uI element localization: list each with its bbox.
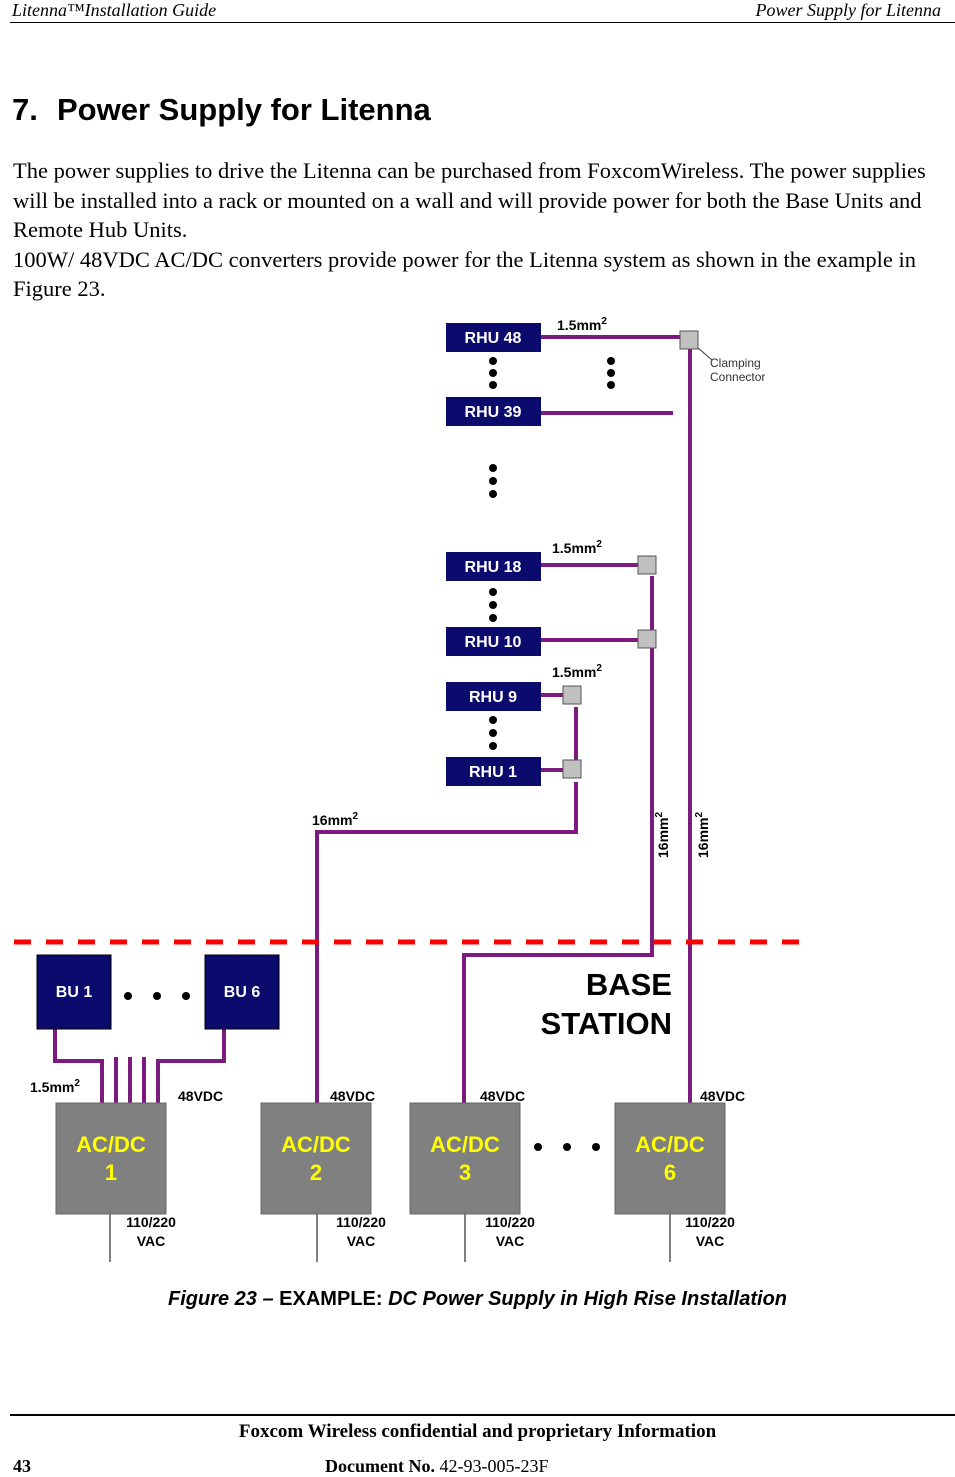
footer-rule [10,1414,955,1416]
gauge-label-rhu18: 1.5mm2 [552,539,602,556]
document-number-value: 42-93-005-23F [439,1456,549,1476]
connector-rhu10 [637,629,657,649]
ac-input-wires [109,1213,671,1262]
rhu-units: RHU 48 RHU 39 RHU 18 RHU 10 RHU 9 RHU 1 [446,323,541,786]
rhu-box [446,682,541,711]
wire-bu1 [53,1028,104,1103]
acdc-title: AC/DC [281,1132,351,1157]
ac-voltage-label: 110/220 [336,1214,386,1230]
dc-label: 48VDC [480,1088,525,1104]
figure-caption: Figure 23 – EXAMPLE: DC Power Supply in … [0,1288,955,1311]
body-text: The power supplies to drive the Litenna … [13,156,948,304]
rhu-label: RHU 39 [465,404,522,421]
acdc-box [260,1102,372,1215]
gauge-label-16mm-riser-2: 16mm2 [694,812,711,858]
bu-label: BU 6 [224,984,261,1001]
clamping-label-1: Clamping [710,356,761,370]
acdc-box [409,1102,521,1215]
acdc-number: 6 [664,1160,676,1185]
rhu-label: RHU 10 [465,634,522,651]
clamping-leader [697,347,713,361]
gauge-label-rhu9: 1.5mm2 [552,663,602,680]
rhu-box [446,552,541,581]
rhu-box [446,757,541,786]
dc-label: 48VDC [700,1088,745,1104]
connector-rhu1 [562,759,582,779]
gauge-label-bu: 1.5mm2 [30,1078,80,1095]
bu-box [204,954,280,1030]
ac-voltage-label: 110/220 [485,1214,535,1230]
ac-unit-label: VAC [137,1233,166,1249]
page-number: 43 [13,1456,31,1476]
rhu-box [446,397,541,426]
document-number-label: Document No. [325,1456,435,1476]
wiring [53,335,692,1103]
acdc-title: AC/DC [430,1132,500,1157]
clamping-label-2: Connector [710,370,765,384]
caption-bold: EXAMPLE: [279,1288,389,1310]
acdc-box [55,1102,167,1215]
rhu-label: RHU 48 [465,330,522,347]
rhu-label: RHU 1 [469,764,517,781]
section-title: Power Supply for Litenna [57,92,431,127]
connector-rhu48 [679,330,699,350]
header-rule [10,22,955,23]
wire-bu6 [156,1028,226,1103]
acdc-box [614,1102,726,1215]
acdc-number: 2 [310,1160,322,1185]
wire-gauge-labels: 1.5mm2 1.5mm2 1.5mm2 16mm2 1.5mm2 16mm2 … [30,316,711,1095]
header-guide-title: Litenna™Installation Guide [12,0,217,20]
rhu-box [446,627,541,656]
base-station-label-1: BASE [586,967,672,1002]
ac-unit-label: VAC [496,1233,525,1249]
rhu-label: RHU 18 [465,559,522,576]
wire-16mm-ac2 [315,782,578,1103]
acdc-title: AC/DC [635,1132,705,1157]
gauge-label-16mm-riser-1: 16mm2 [654,812,671,858]
connector-rhu18 [637,555,657,575]
acdc-title: AC/DC [76,1132,146,1157]
caption-italic: DC Power Supply in High Rise Installatio… [388,1288,787,1310]
ellipsis-dots [124,357,615,1151]
clamping-connectors [562,330,699,779]
acdc-number: 3 [459,1160,471,1185]
gauge-label-16mm-ac2: 16mm2 [312,811,358,828]
caption-prefix: Figure 23 – [168,1288,280,1310]
ac-unit-label: VAC [347,1233,376,1249]
ac-voltage-label: 110/220 [126,1214,176,1230]
document-number: Document No. 42-93-005-23F [325,1456,549,1477]
header-section-title: Power Supply for Litenna [755,0,942,20]
bu-label: BU 1 [56,984,93,1001]
dc-labels: 48VDC 48VDC 48VDC 48VDC [178,1088,745,1104]
wire-16mm-riser-1 [462,576,654,1103]
base-station-label-2: STATION [541,1006,672,1041]
rhu-label: RHU 9 [469,689,517,706]
connector-rhu9 [562,685,582,705]
body-paragraph-2: 100W/ 48VDC AC/DC converters provide pow… [13,246,916,302]
ac-labels: 110/220 VAC 110/220 VAC 110/220 VAC 110/… [126,1214,735,1249]
section-heading: 7. Power Supply for Litenna [12,92,431,128]
footer-confidential: Foxcom Wireless confidential and proprie… [238,1421,717,1442]
section-number: 7. [12,92,38,127]
ac-unit-label: VAC [696,1233,725,1249]
acdc-converters: AC/DC 1 AC/DC 2 AC/DC 3 AC/DC 6 [55,1102,726,1215]
wire-bu-bundle [114,1057,146,1103]
body-paragraph-1: The power supplies to drive the Litenna … [13,158,926,242]
dc-label: 48VDC [330,1088,375,1104]
acdc-number: 1 [105,1160,117,1185]
dc-label: 48VDC [178,1088,223,1104]
rhu-box [446,323,541,352]
gauge-label-rhu48: 1.5mm2 [557,316,607,333]
ac-voltage-label: 110/220 [685,1214,735,1230]
bu-box [36,954,112,1030]
